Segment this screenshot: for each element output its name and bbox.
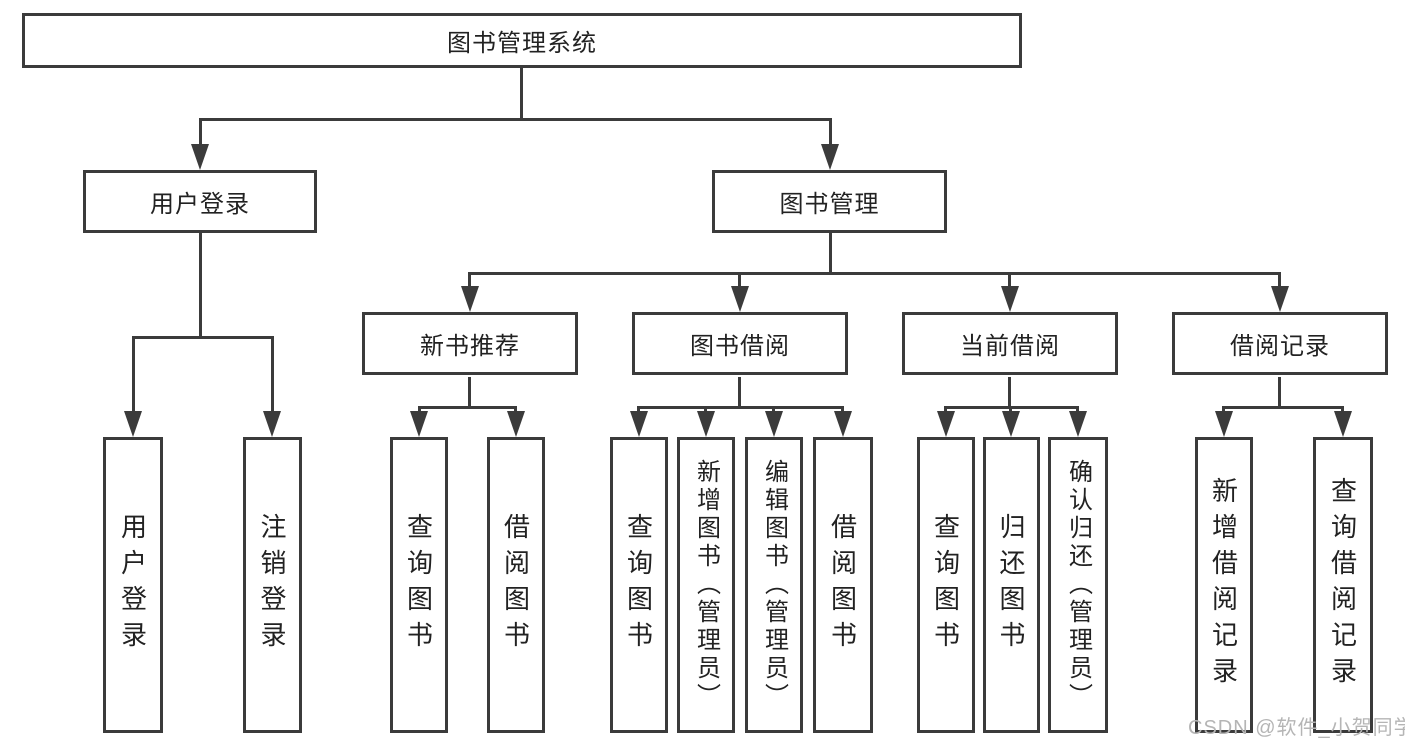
connector-line [1278, 272, 1281, 290]
connector-line [1076, 406, 1079, 414]
connector-line [1222, 406, 1225, 414]
arrow-down-icon [461, 286, 479, 312]
arrow-down-icon [937, 411, 955, 437]
connector-line [199, 118, 831, 121]
connector-line [738, 272, 741, 290]
connector-line [637, 406, 843, 409]
arrow-down-icon [1215, 411, 1233, 437]
leaf-query-books-borrow: 查询图书 [610, 437, 668, 733]
connector-line [1222, 406, 1343, 409]
node-library-management-system: 图书管理系统 [22, 13, 1022, 68]
connector-line [418, 406, 421, 414]
node-label: 借阅图书 [500, 513, 531, 657]
arrow-down-icon [731, 286, 749, 312]
node-label: 借阅记录 [1230, 333, 1330, 360]
arrow-down-icon [821, 144, 839, 170]
node-book-borrowing: 图书借阅 [632, 312, 848, 375]
arrow-down-icon [124, 411, 142, 437]
connector-line [418, 406, 516, 409]
node-label: 用户登录 [150, 191, 250, 218]
connector-line [738, 377, 741, 409]
node-borrowing-records: 借阅记录 [1172, 312, 1388, 375]
connector-line [704, 406, 707, 414]
leaf-borrow-books-recommend: 借阅图书 [487, 437, 545, 733]
arrow-down-icon [410, 411, 428, 437]
connector-line [271, 336, 274, 415]
node-label: 新增图书（管理员） [692, 459, 720, 711]
leaf-user-login: 用户登录 [103, 437, 163, 733]
connector-line [1341, 406, 1344, 414]
arrow-down-icon [1002, 411, 1020, 437]
node-book-management: 图书管理 [712, 170, 947, 233]
node-label: 图书借阅 [690, 333, 790, 360]
leaf-logout-login: 注销登录 [243, 437, 302, 733]
watermark: CSDN @软件_小贺同学 [1188, 717, 1405, 739]
arrow-down-icon [765, 411, 783, 437]
arrow-down-icon [1271, 286, 1289, 312]
arrow-down-icon [1069, 411, 1087, 437]
connector-line [1278, 377, 1281, 409]
node-label: 确认归还（管理员） [1064, 459, 1092, 711]
connector-line [520, 68, 523, 121]
arrow-down-icon [191, 144, 209, 170]
arrow-down-icon [1334, 411, 1352, 437]
node-label: 图书管理系统 [447, 30, 597, 57]
connector-line [199, 232, 202, 339]
connector-line [468, 377, 471, 409]
node-new-book-recommendation: 新书推荐 [362, 312, 578, 375]
node-label: 借阅图书 [827, 513, 858, 657]
node-label: 新书推荐 [420, 333, 520, 360]
connector-line [1009, 406, 1012, 414]
connector-line [199, 118, 202, 148]
connector-line [514, 406, 517, 414]
leaf-add-books-admin: 新增图书（管理员） [677, 437, 735, 733]
leaf-return-books: 归还图书 [983, 437, 1040, 733]
leaf-query-books-current: 查询图书 [917, 437, 975, 733]
node-label: 图书管理 [779, 191, 880, 218]
node-current-borrowing: 当前借阅 [902, 312, 1118, 375]
connector-line [469, 272, 1281, 275]
node-label: 编辑图书（管理员） [760, 459, 788, 711]
leaf-borrow-books: 借阅图书 [813, 437, 873, 733]
connector-line [944, 406, 947, 414]
connector-line [841, 406, 844, 414]
node-label: 查询图书 [623, 513, 654, 657]
connector-line [829, 118, 832, 148]
node-label: 注销登录 [257, 513, 287, 657]
connector-line [1008, 377, 1011, 409]
node-label: 查询图书 [930, 513, 961, 657]
node-label: 当前借阅 [960, 333, 1060, 360]
connector-line [1008, 272, 1011, 290]
arrow-down-icon [507, 411, 525, 437]
leaf-confirm-return-admin: 确认归还（管理员） [1048, 437, 1108, 733]
node-label: 查询借阅记录 [1327, 477, 1358, 693]
connector-line [132, 336, 135, 415]
connector-line [132, 336, 274, 339]
arrow-down-icon [697, 411, 715, 437]
connector-line [468, 272, 471, 290]
arrow-down-icon [1001, 286, 1019, 312]
arrow-down-icon [263, 411, 281, 437]
node-label: 归还图书 [996, 513, 1026, 657]
node-label: 查询图书 [403, 513, 434, 657]
node-user-login: 用户登录 [83, 170, 317, 233]
connector-line [772, 406, 775, 414]
connector-line [829, 232, 832, 275]
node-label: 新增借阅记录 [1208, 477, 1239, 693]
leaf-edit-books-admin: 编辑图书（管理员） [745, 437, 803, 733]
arrow-down-icon [630, 411, 648, 437]
leaf-add-borrow-record: 新增借阅记录 [1195, 437, 1253, 733]
leaf-query-borrow-record: 查询借阅记录 [1313, 437, 1373, 733]
node-label: 用户登录 [117, 513, 148, 657]
leaf-query-books-recommend: 查询图书 [390, 437, 448, 733]
connector-line [637, 406, 640, 414]
arrow-down-icon [834, 411, 852, 437]
